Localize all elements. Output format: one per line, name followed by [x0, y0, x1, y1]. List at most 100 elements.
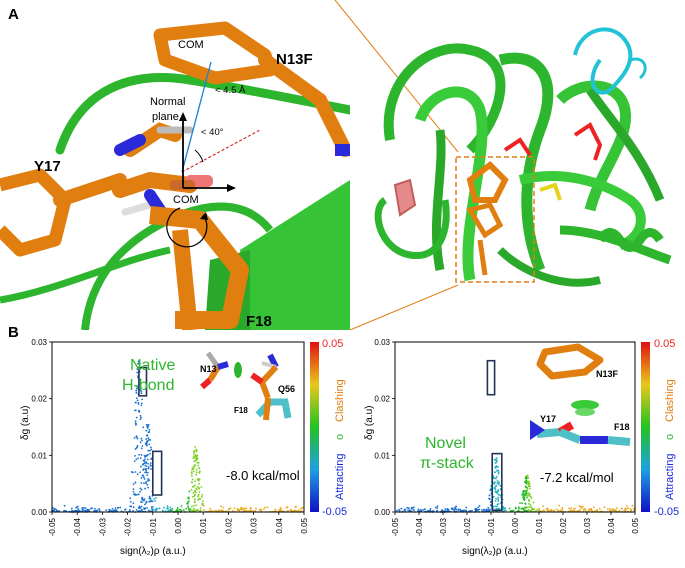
cb1-max: 0.05: [322, 338, 343, 350]
scatter-point: [81, 507, 84, 509]
scatter-point: [135, 508, 138, 511]
scatter-point: [592, 506, 595, 508]
scatter-point: [243, 507, 246, 510]
spike-point: [129, 497, 132, 500]
cb1-clashing: Clashing: [334, 379, 346, 422]
scatter-point: [412, 506, 415, 509]
scatter-point: [568, 507, 571, 510]
scatter-point: [156, 507, 159, 510]
spike-point: [497, 496, 500, 499]
spike-point: [195, 471, 198, 474]
x-tick-label: 0.05: [300, 517, 309, 533]
scatter-point: [227, 508, 230, 511]
spike-point: [198, 478, 201, 481]
scatter-point: [478, 504, 481, 507]
spike-point: [201, 494, 204, 496]
scatter-point: [611, 508, 614, 511]
native-inset-molecule: [200, 351, 292, 421]
spike-point: [195, 457, 198, 459]
spike-point: [519, 502, 521, 504]
spike-point: [150, 446, 152, 449]
spike-point: [145, 480, 148, 483]
spike-point: [141, 498, 144, 501]
spike-point: [132, 509, 134, 512]
spike-point: [128, 508, 131, 511]
spike-point: [145, 423, 148, 426]
spike-point: [186, 501, 189, 504]
chart-novel-spikes: [486, 457, 536, 513]
spike-point: [497, 490, 500, 493]
scatter-point: [396, 509, 398, 512]
spike-point: [198, 491, 201, 494]
spike-point: [145, 442, 148, 445]
scatter-point: [197, 509, 200, 511]
spike-point: [139, 389, 142, 392]
x-tick-label: -0.01: [487, 517, 496, 536]
scatter-point: [176, 506, 179, 509]
spike-point: [193, 460, 196, 463]
colorbar-native: [310, 342, 319, 512]
spike-point: [527, 480, 530, 483]
spike-point: [145, 429, 148, 432]
x-tick-label: -0.01: [149, 517, 158, 536]
spike-point: [523, 490, 526, 492]
spike-point: [135, 493, 138, 496]
scatter-point: [209, 509, 212, 512]
scatter-point: [621, 507, 623, 510]
spike-point: [495, 497, 498, 500]
spike-point: [145, 462, 148, 464]
scatter-point: [426, 510, 429, 512]
spike-point: [494, 505, 497, 508]
spike-point: [150, 468, 152, 470]
spike-point: [135, 389, 138, 392]
spike-point: [138, 409, 140, 412]
scatter-point: [476, 508, 478, 511]
spike-point: [488, 497, 490, 500]
spike-point: [147, 462, 149, 465]
spike-point: [142, 463, 144, 466]
x-tick-label: 0.04: [607, 517, 616, 533]
y-tick-label: 0.03: [374, 338, 390, 347]
spike-point: [134, 448, 137, 450]
spike-point: [193, 493, 196, 496]
scatter-point: [83, 506, 85, 509]
scatter-point: [231, 509, 234, 512]
spike-point: [188, 508, 191, 511]
scatter-point: [627, 507, 629, 509]
plot-frame: [51, 341, 305, 513]
x-tick-label: 0.05: [631, 517, 640, 533]
spike-point: [129, 501, 132, 503]
scatter-point: [404, 508, 406, 511]
spike-point: [136, 399, 139, 402]
spike-point: [529, 487, 532, 490]
scatter-point: [222, 509, 224, 512]
spike-point: [197, 461, 200, 464]
scatter-point: [469, 510, 472, 512]
spike-point: [530, 497, 533, 499]
scatter-point: [301, 506, 304, 509]
scatter-point: [423, 508, 426, 511]
spike-point: [203, 504, 205, 507]
scatter-point: [618, 509, 621, 512]
scatter-point: [616, 507, 618, 509]
spike-point: [140, 482, 143, 484]
spike-point: [137, 362, 139, 365]
scatter-point: [584, 508, 587, 511]
scatter-point: [243, 509, 246, 512]
spike-point: [137, 493, 140, 496]
spike-point: [494, 486, 497, 489]
label-distance: < 4.5 Å: [215, 85, 246, 96]
scatter-point: [124, 508, 126, 511]
spike-point: [138, 507, 141, 509]
spike-point: [495, 484, 498, 487]
spike-point: [148, 449, 151, 452]
scatter-point: [583, 508, 585, 511]
spike-point: [521, 493, 523, 496]
spike-point: [141, 402, 143, 405]
scatter-point: [93, 507, 96, 510]
scatter-point: [572, 508, 575, 510]
label-normal-plane-1: Normal: [150, 96, 185, 108]
spike-point: [140, 505, 143, 508]
spike-point: [139, 414, 142, 417]
